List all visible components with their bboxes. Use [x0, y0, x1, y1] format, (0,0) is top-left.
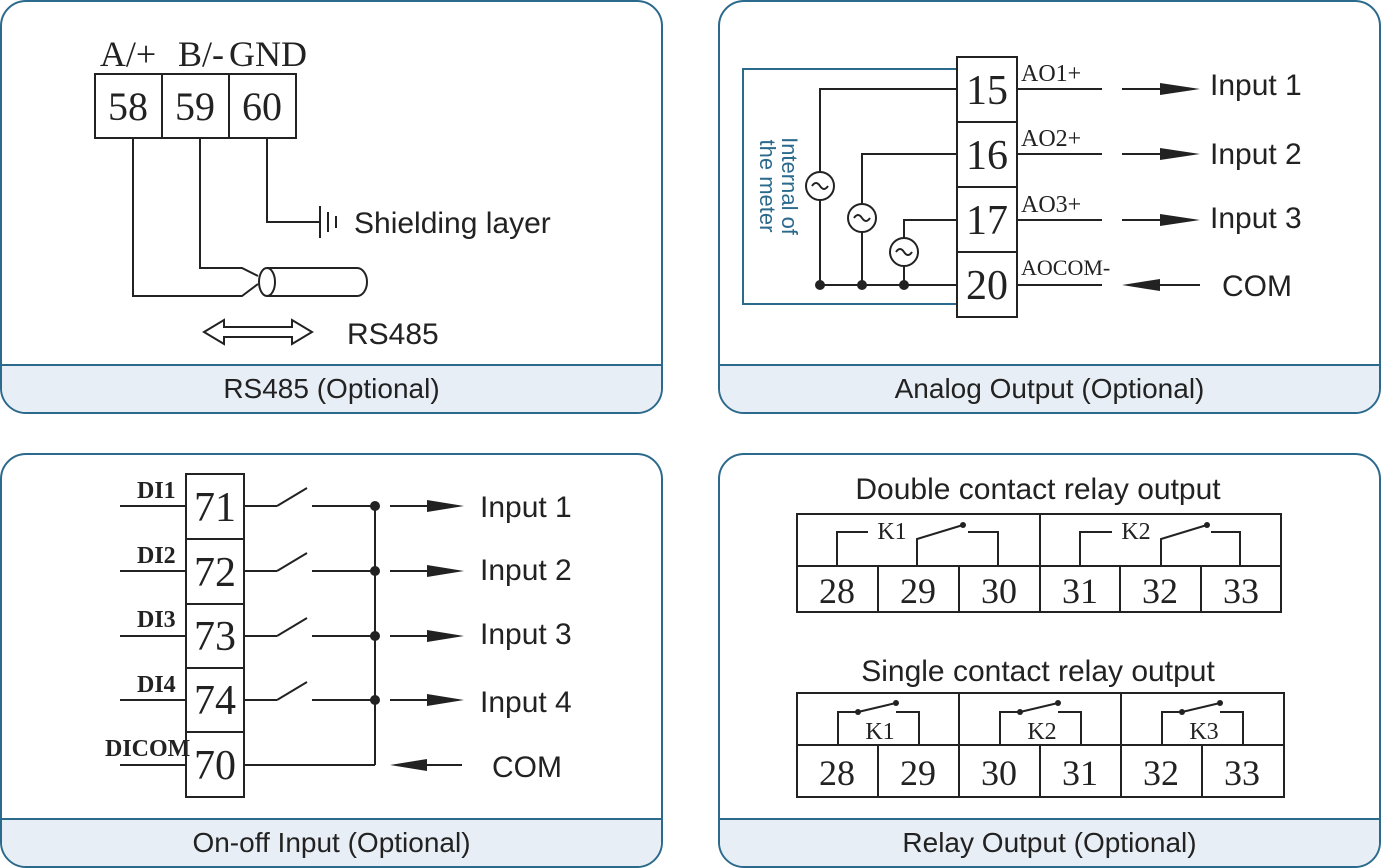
- terminal-15: 15: [966, 68, 1008, 114]
- terminal-60: 60: [242, 84, 282, 129]
- arrow-right-icon: [427, 500, 464, 512]
- terminal-59: 59: [175, 84, 215, 129]
- double-terminal-32: 32: [1142, 571, 1178, 611]
- shield-label: Shielding layer: [354, 207, 551, 240]
- terminal-17: 17: [966, 198, 1008, 244]
- signal-ao2: AO2+: [1021, 126, 1081, 152]
- single-relay-k1: K1: [865, 719, 894, 745]
- target-input-3: Input 3: [1210, 202, 1302, 235]
- signal-ao1: AO1+: [1021, 61, 1081, 87]
- double-relay-k2: K2: [1121, 519, 1150, 545]
- arrow-right-icon: [427, 630, 464, 642]
- target-input-2: Input 2: [480, 554, 572, 587]
- analog-output-caption: Analog Output (Optional): [720, 364, 1379, 412]
- signal-aocom: AOCOM-: [1021, 255, 1110, 280]
- signal-ao3: AO3+: [1021, 192, 1081, 218]
- analog-output-diagram: Internal of the meter: [742, 56, 1302, 318]
- current-source-icon: [889, 237, 919, 267]
- arrow-right-icon: [1160, 83, 1200, 95]
- terminal-70: 70: [194, 743, 236, 789]
- wire-b: [199, 138, 259, 277]
- onoff-input-panel: DI1 DI2 DI3 DI4 DICOM 71 72 73 74 70 Inp…: [0, 453, 663, 868]
- arrow-right-icon: [1160, 214, 1200, 226]
- target-input-1: Input 1: [480, 491, 572, 524]
- target-input-1: Input 1: [1210, 69, 1302, 102]
- rs485-diagram: A/+ B/- GND 58 59 60 Shielding layer RS4…: [94, 34, 551, 351]
- target-com: COM: [1222, 270, 1292, 303]
- wire-a: [132, 138, 259, 297]
- rs485-terminal-block: [94, 73, 297, 139]
- cable-end: [258, 267, 276, 297]
- terminal-20: 20: [966, 263, 1008, 309]
- target-input-3: Input 3: [480, 618, 572, 651]
- double-relay-k1: K1: [877, 519, 906, 545]
- double-terminal-31: 31: [1062, 571, 1098, 611]
- double-terminal-30: 30: [981, 571, 1017, 611]
- terminal-72: 72: [194, 550, 236, 596]
- single-relay-k3: K3: [1189, 719, 1218, 745]
- single-terminal-31: 31: [1062, 753, 1098, 793]
- single-terminal-33: 33: [1224, 753, 1260, 793]
- terminal-16: 16: [966, 133, 1008, 179]
- internal-label-2: the meter: [755, 140, 780, 233]
- wire-gnd: [266, 138, 320, 223]
- double-terminal-33: 33: [1223, 571, 1259, 611]
- terminal-73: 73: [194, 614, 236, 660]
- arrow-left-icon: [1122, 279, 1160, 291]
- shielded-cable: [267, 267, 368, 297]
- arrow-right-icon: [427, 694, 464, 706]
- single-terminal-32: 32: [1143, 753, 1179, 793]
- relay-output-caption: Relay Output (Optional): [720, 818, 1379, 866]
- single-terminal-30: 30: [981, 753, 1017, 793]
- arrow-right-icon: [427, 565, 464, 577]
- double-terminal-28: 28: [819, 571, 855, 611]
- rs485-caption: RS485 (Optional): [2, 364, 661, 412]
- relay-output-panel: Double contact relay output: [718, 453, 1381, 868]
- label-di4: DI4: [137, 672, 176, 698]
- label-b: B/-: [178, 34, 224, 74]
- internal-meter-box: [742, 68, 957, 305]
- terminal-74: 74: [194, 678, 236, 724]
- single-terminal-28: 28: [819, 753, 855, 793]
- analog-output-panel: Internal of the meter: [718, 0, 1381, 414]
- target-input-2: Input 2: [1210, 138, 1302, 171]
- label-di2: DI2: [137, 543, 176, 569]
- terminal-58: 58: [108, 84, 148, 129]
- single-terminal-29: 29: [900, 753, 936, 793]
- target-input-4: Input 4: [480, 686, 572, 719]
- label-a: A/+: [100, 34, 156, 74]
- terminal-71: 71: [194, 485, 236, 531]
- arrow-right-icon: [1160, 148, 1200, 160]
- onoff-input-caption: On-off Input (Optional): [2, 818, 661, 866]
- current-source-icon: [805, 171, 835, 201]
- label-gnd: GND: [229, 34, 307, 74]
- label-dicom: DICOM: [105, 736, 190, 762]
- bidirectional-arrow-icon: [202, 318, 314, 346]
- single-relay-title: Single contact relay output: [861, 655, 1215, 688]
- internal-label-1: Internal of: [777, 137, 802, 236]
- label-di1: DI1: [137, 478, 176, 504]
- arrow-left-icon: [390, 759, 427, 771]
- relay-output-diagram: Double contact relay output: [796, 473, 1285, 798]
- target-com: COM: [492, 751, 562, 784]
- double-terminal-29: 29: [900, 571, 936, 611]
- single-relay-k2: K2: [1027, 719, 1056, 745]
- current-source-icon: [847, 203, 877, 233]
- onoff-input-diagram: DI1 DI2 DI3 DI4 DICOM 71 72 73 74 70 Inp…: [105, 473, 572, 798]
- label-di3: DI3: [137, 607, 176, 633]
- double-relay-title: Double contact relay output: [855, 473, 1221, 506]
- rs485-label: RS485: [347, 318, 439, 351]
- rs485-panel: A/+ B/- GND 58 59 60 Shielding layer RS4…: [0, 0, 663, 414]
